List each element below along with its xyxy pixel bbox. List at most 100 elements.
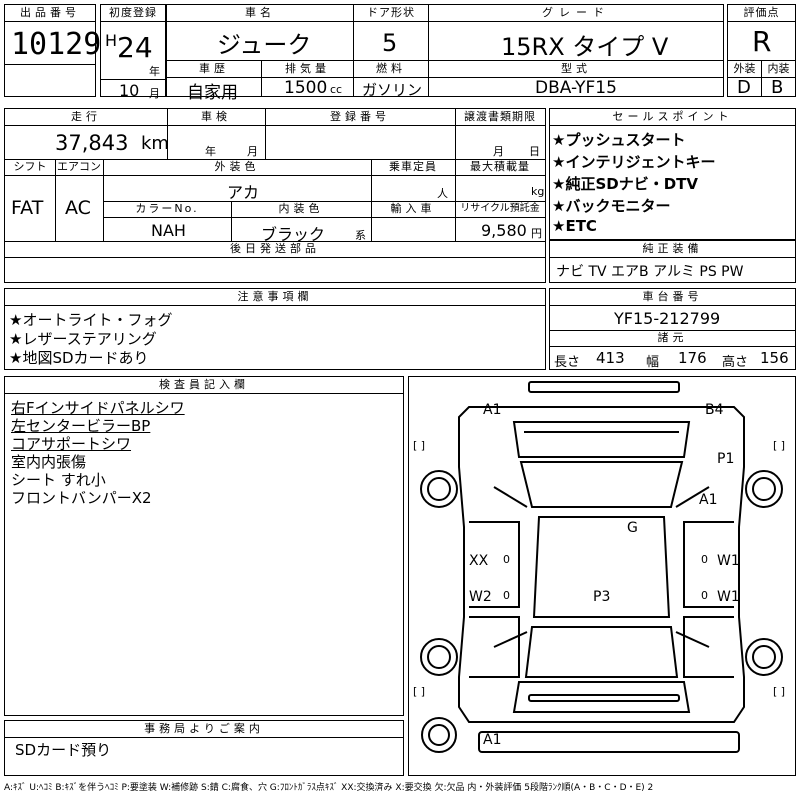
chassis-label: 車台番号 [550, 289, 795, 306]
era: H [105, 31, 118, 50]
inspector-item: 室内内張傷 [11, 453, 87, 471]
lot-number: 10129 [11, 27, 102, 62]
damage-diagram: A1 B4 P1 A1 G XX W1 W2 P3 W1 A1 0 0 0 0 … [408, 376, 796, 776]
height-label: 高さ [722, 355, 749, 370]
damage-mark: A1 [699, 492, 717, 508]
fuel-box: 燃料 ガソリン [353, 60, 429, 99]
color-label: 外装色 [103, 159, 371, 176]
transfer-label: 譲渡書類期限 [455, 109, 545, 126]
damage-mark: P1 [717, 451, 734, 467]
interior-label: 内装 [762, 61, 795, 78]
later-parts-label: 後日発送部品 [5, 241, 545, 258]
max-load-unit: kg [531, 185, 545, 198]
inspector-box: 検査員記入欄 右Fインサイドパネルシワ 左センタービラーBP コアサポートシワ … [4, 376, 404, 716]
legend: A:ｷｽﾞ U:ﾍｺﾐ B:ｷｽﾞを伴うﾍｺﾐ P:要塗装 W:補修跡 S:錆 … [4, 783, 654, 793]
damage-mark: W2 [469, 589, 492, 605]
displacement-box: 排気量 1500 cc [261, 60, 354, 98]
door-label: ドア形状 [354, 5, 428, 22]
color-no-label: カラーNo. [103, 201, 231, 218]
inspector-item: フロントバンパーX2 [11, 489, 152, 507]
shift-label: シフト [5, 159, 55, 176]
month: 10 [119, 81, 140, 100]
score-box: 評価点 R [727, 4, 796, 61]
genuine-equipment-label: 純正装備 [550, 241, 795, 258]
history-label: 車歴 [167, 61, 261, 78]
office-notice-box: 事務局よりご案内 SDカード預り [4, 720, 404, 776]
model-box: 型式 DBA-YF15 [428, 60, 724, 98]
exterior-color: アカ [227, 183, 260, 202]
model: DBA-YF15 [535, 78, 617, 98]
import-label: 輸入車 [371, 201, 455, 218]
damage-mark: P3 [593, 589, 610, 605]
note-item: ★オートライト・フォグ [9, 311, 173, 329]
doors: 5 [382, 29, 398, 57]
interior-color: ブラック [261, 225, 326, 244]
sales-point-item: ★ETC [552, 217, 597, 235]
interior-color-label: 内装色 [231, 201, 371, 218]
year: 24 [117, 31, 153, 64]
inspection-month-unit: 月 [247, 145, 258, 158]
history: 自家用 [187, 83, 238, 103]
inspector-item: シート すれ小 [11, 471, 106, 489]
fuel-label: 燃料 [354, 61, 428, 78]
month-unit: 月 [149, 87, 160, 100]
displacement-label: 排気量 [262, 61, 353, 78]
first-registration-box: 初度登録 H 24 年 10 月 [100, 4, 166, 100]
inspection-year-unit: 年 [205, 145, 216, 158]
zero-mark: 0 [503, 589, 510, 602]
sales-point-item: ★バックモニター [552, 197, 671, 215]
damage-mark: XX [469, 553, 489, 569]
displacement: 1500 [284, 78, 328, 98]
zero-mark: 0 [701, 553, 708, 566]
length: 413 [596, 349, 625, 367]
inspection-label: 車検 [167, 109, 265, 126]
car-name-label: 車名 [167, 5, 353, 22]
car-name-box: 車名 ジューク [166, 4, 354, 61]
ac-label: エアコン [55, 159, 103, 176]
exterior-score: D [737, 77, 751, 98]
recycle-fee: 9,580 [481, 221, 527, 240]
damage-mark: B4 [705, 402, 724, 418]
office-notice-label: 事務局よりご案内 [5, 721, 403, 738]
mileage-unit: km [141, 133, 169, 154]
fuel: ガソリン [362, 81, 423, 99]
bracket-mark: [ ] [773, 439, 785, 452]
interior-box: 内装 B [761, 60, 796, 98]
chassis-box: 車台番号 YF15-212799 諸元 長さ 413 幅 176 高さ 156 [549, 288, 796, 370]
color-no: NAH [151, 221, 186, 240]
genuine-equipment-box: 純正装備 ナビ TV エアB アルミ PS PW [549, 240, 796, 283]
exterior-box: 外装 D [727, 60, 762, 98]
width: 176 [678, 349, 707, 367]
exterior-label: 外装 [728, 61, 761, 78]
dimensions-label: 諸元 [550, 330, 795, 347]
transfer-month-unit: 月 [493, 145, 504, 158]
genuine-equipment: ナビ TV エアB アルミ PS PW [556, 264, 744, 280]
sales-points-label: セールスポイント [550, 109, 795, 126]
chassis-number: YF15-212799 [614, 309, 721, 328]
reg-no-label: 登録番号 [265, 109, 455, 126]
grade: 15RX タイプ V [501, 33, 669, 61]
sales-points-box: セールスポイント ★プッシュスタート ★インテリジェントキー ★純正SDナビ・D… [549, 108, 796, 240]
interior-score: B [771, 77, 784, 98]
capacity-label: 乗車定員 [371, 159, 455, 176]
score: R [752, 25, 772, 58]
recycle-unit: 円 [531, 227, 542, 240]
note-item: ★レザーステアリング [9, 330, 157, 348]
notes-label: 注意事項欄 [5, 289, 545, 306]
capacity-unit: 人 [437, 187, 448, 200]
score-label: 評価点 [728, 5, 795, 22]
vehicle-info-box: 走行 車検 登録番号 譲渡書類期限 37,843 km 年 月 月 日 シフト … [4, 108, 546, 283]
mileage-label: 走行 [5, 109, 167, 126]
office-notice: SDカード預り [15, 741, 112, 759]
length-label: 長さ [554, 355, 581, 370]
year-unit: 年 [149, 65, 160, 78]
first-registration-label: 初度登録 [101, 5, 165, 22]
displacement-unit: cc [330, 83, 343, 96]
damage-mark: W1 [717, 553, 740, 569]
bracket-mark: [ ] [773, 685, 785, 698]
ac: AC [65, 197, 91, 219]
recycle-label: リサイクル預託金 [455, 201, 545, 218]
max-load-label: 最大積載量 [455, 159, 545, 176]
damage-mark: G [627, 520, 638, 536]
interior-color-suffix: 系 [355, 229, 366, 242]
